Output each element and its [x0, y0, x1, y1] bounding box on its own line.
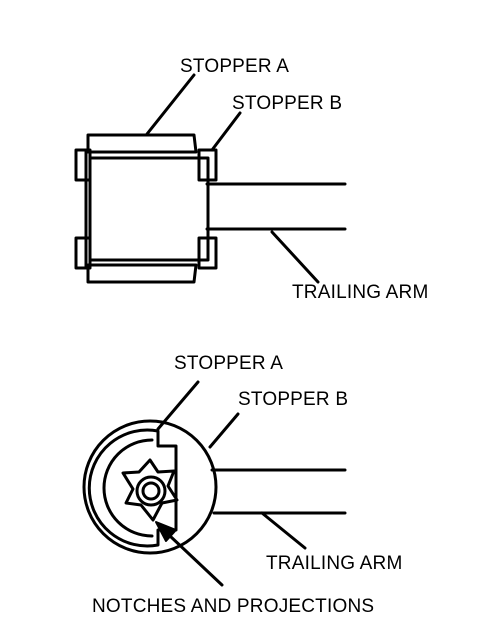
- end-label-stopper-b: STOPPER B: [238, 389, 349, 410]
- end-spline-hub: [121, 458, 179, 522]
- top-leader-stopper-a: [145, 73, 196, 136]
- end-leader-stopper-a: [156, 380, 200, 431]
- end-center-bolt-hole: [141, 481, 161, 501]
- end-label-notches: NOTCHES AND PROJECTIONS: [92, 596, 375, 617]
- end-center-bolt: [135, 475, 167, 507]
- end-label-trailing-arm: TRAILING ARM: [266, 553, 403, 574]
- end-assembly: [82, 380, 347, 555]
- notches-arrow: [155, 521, 224, 587]
- top-stopper-b: [74, 148, 218, 270]
- top-label-trailing-arm: TRAILING ARM: [292, 282, 429, 303]
- end-stopper-a: [87, 428, 178, 548]
- top-label-stopper-b: STOPPER B: [232, 93, 343, 114]
- top-leader-trailing-arm: [270, 230, 320, 284]
- end-stopper-a-inner-arc: [102, 438, 154, 538]
- end-leader-trailing-arm: [260, 511, 307, 550]
- end-trailing-arm: [210, 468, 347, 515]
- end-label-stopper-a: STOPPER A: [174, 353, 284, 374]
- top-label-stopper-a: STOPPER A: [180, 56, 290, 77]
- top-trailing-arm: [205, 182, 347, 231]
- top-bushing-body: [88, 156, 210, 262]
- top-stopper-a: [84, 133, 198, 284]
- end-stopper-b: [82, 419, 218, 555]
- top-assembly: [74, 73, 347, 284]
- end-leader-stopper-b: [208, 412, 240, 449]
- top-leader-stopper-b: [210, 111, 242, 152]
